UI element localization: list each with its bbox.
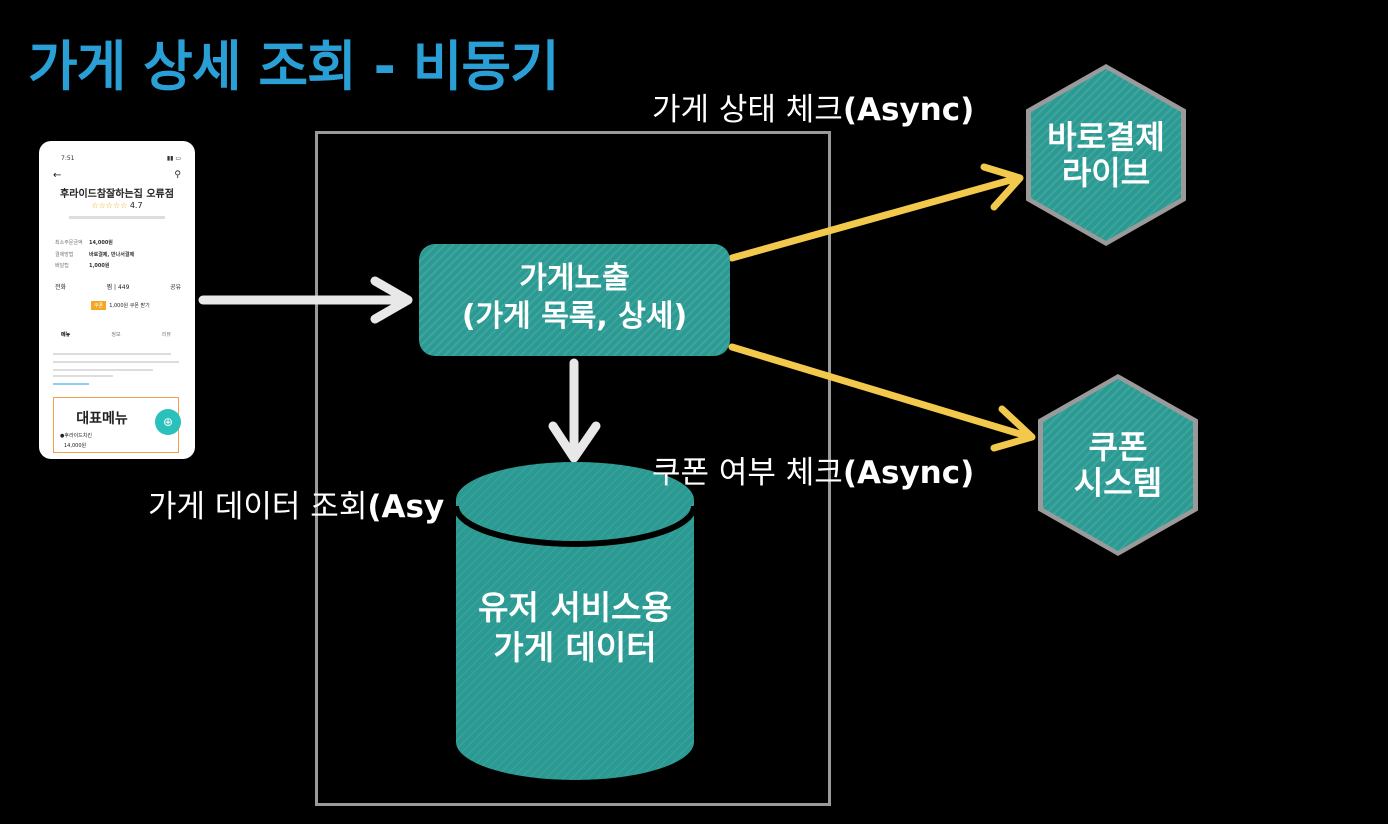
review-summary-line	[69, 216, 165, 219]
info-value: 1,000원	[89, 263, 110, 269]
menu-title: 대표메뉴	[76, 411, 128, 427]
info-row: 결제방법 바로결제, 만나서결제	[55, 251, 134, 258]
database-label-line1: 유저 서비스용	[478, 588, 672, 627]
store-exposure-node: 가게노출 (가게 목록, 상세)	[419, 244, 730, 356]
info-value: 14,000원	[89, 240, 113, 246]
call-button[interactable]: 전화	[55, 284, 67, 291]
phone-mockup: 7:51 ▮▮ ▭ ← ⚲ 후라이드참잘하는집 오류점 ☆☆☆☆☆ 4.7 최소…	[39, 141, 195, 459]
info-key: 결제방법	[55, 252, 74, 258]
exposure-to-coupon-arrow	[728, 343, 1036, 452]
coupon-system-line1: 쿠폰	[1088, 428, 1148, 466]
database-label: 유저 서비스용 가게 데이터	[456, 588, 694, 668]
search-icon: ⚲	[174, 170, 181, 180]
store-exposure-line2: (가게 목록, 상세)	[461, 299, 688, 334]
coupon-system-line2: 시스템	[1073, 464, 1163, 502]
service-boundary	[315, 131, 831, 806]
exposure-to-db-arrow	[548, 358, 601, 463]
info-row: 최소주문금액 14,000원	[55, 239, 113, 246]
info-key: 배달팁	[55, 263, 69, 269]
direct-pay-line1: 바로결제	[1047, 118, 1165, 156]
phone-status-time: 7:51	[61, 155, 75, 162]
data-query-label: 가게 데이터 조회(Asy	[148, 489, 445, 525]
notice-line	[53, 369, 153, 371]
exposure-to-directpay-arrow	[728, 163, 1024, 262]
coupon-check-label: 쿠폰 여부 체크(Async)	[652, 455, 975, 491]
tab-info[interactable]: 정보	[111, 332, 121, 338]
store-exposure-line1: 가게노출	[519, 261, 630, 296]
tab-review[interactable]: 리뷰	[161, 332, 171, 338]
direct-pay-line2: 라이브	[1061, 154, 1151, 192]
signal-icon: ▮▮ ▭	[166, 155, 181, 162]
cart-icon[interactable]: ⊕	[155, 409, 181, 435]
notice-line	[53, 353, 171, 355]
store-rating: ☆☆☆☆☆ 4.7	[39, 201, 195, 210]
database-label-line2: 가게 데이터	[493, 628, 657, 667]
phone-to-exposure-arrow	[198, 276, 413, 324]
database-cylinder	[453, 462, 697, 780]
notice-line	[53, 361, 179, 363]
coupon-tag: 쿠폰	[91, 301, 107, 310]
store-tabs: 메뉴 정보 리뷰	[61, 331, 171, 338]
store-actions: 전화 찜 | 449 공유	[55, 282, 181, 291]
status-check-label: 가게 상태 체크(Async)	[652, 92, 975, 128]
tab-menu[interactable]: 메뉴	[61, 332, 71, 338]
info-row: 배달팁 1,000원	[55, 262, 109, 269]
coupon-text: 1,000원 쿠폰 받기	[109, 303, 150, 309]
more-link[interactable]	[53, 383, 89, 385]
info-key: 최소주문금액	[55, 240, 83, 246]
page-title: 가게 상세 조회 - 비동기	[28, 35, 560, 98]
back-icon: ←	[53, 170, 62, 181]
share-button[interactable]: 공유	[169, 284, 181, 291]
menu-item-price: 14,000원	[64, 443, 87, 449]
store-name: 후라이드참잘하는집 오류점	[60, 189, 174, 200]
rating-value: 4.7	[129, 201, 143, 210]
notice-line	[53, 375, 113, 377]
menu-item-name[interactable]: ●후라이드치킨	[60, 433, 92, 439]
rating-stars-icon: ☆☆☆☆☆	[91, 201, 128, 210]
info-value: 바로결제, 만나서결제	[89, 252, 135, 258]
menu-section: 대표메뉴 ●후라이드치킨 14,000원	[53, 397, 179, 453]
like-button[interactable]: 찜 | 449	[106, 284, 130, 291]
